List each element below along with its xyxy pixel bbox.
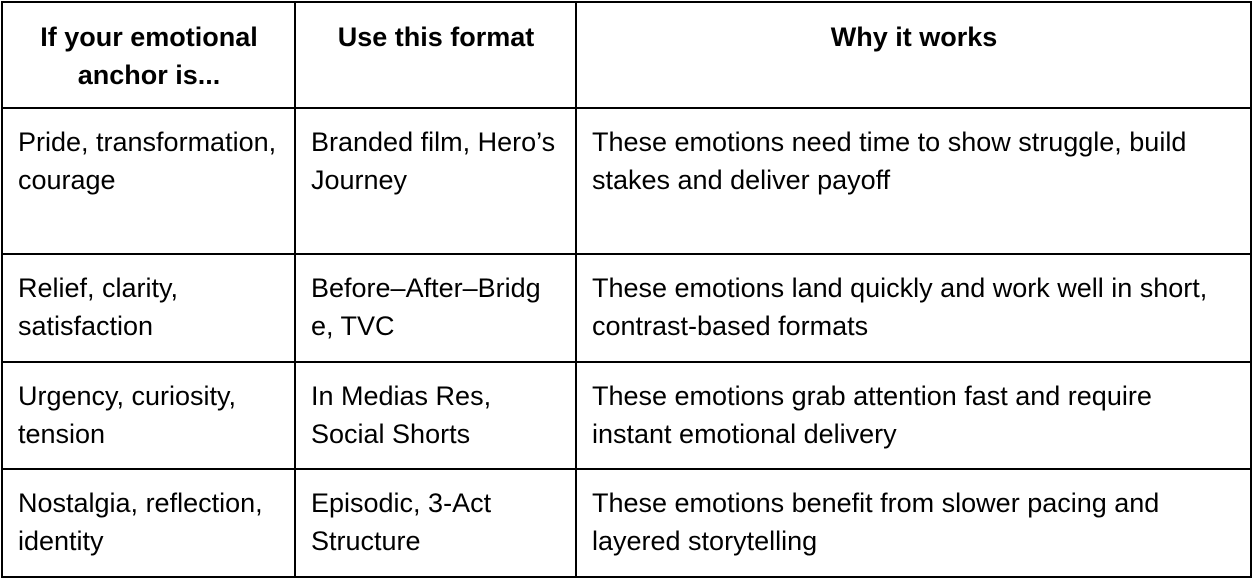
why-cell: These emotions need time to show struggl…: [575, 107, 1252, 255]
table-header-row: If your emotional anchor is... Use this …: [1, 1, 1252, 109]
anchor-cell: Relief, clarity, satisfaction: [1, 253, 296, 363]
format-cell: In Medias Res, Social Shorts: [294, 361, 577, 470]
header-format: Use this format: [294, 1, 577, 109]
why-cell: These emotions land quickly and work wel…: [575, 253, 1252, 363]
anchor-cell: Pride, transformation, courage: [1, 107, 296, 255]
anchor-cell: Nostalgia, reflection, identity: [1, 468, 296, 578]
header-emotional-anchor: If your emotional anchor is...: [1, 1, 296, 109]
table-row: Nostalgia, reflection, identity Episodic…: [1, 468, 1252, 578]
header-why-it-works: Why it works: [575, 1, 1252, 109]
format-cell: Before–After–Bridge, TVC: [294, 253, 577, 363]
table-row: Urgency, curiosity, tension In Medias Re…: [1, 361, 1252, 470]
why-cell: These emotions grab attention fast and r…: [575, 361, 1252, 470]
format-cell: Branded film, Hero’s Journey: [294, 107, 577, 255]
table-row: Relief, clarity, satisfaction Before–Aft…: [1, 253, 1252, 363]
format-cell: Episodic, 3-Act Structure: [294, 468, 577, 578]
table-row: Pride, transformation, courage Branded f…: [1, 107, 1252, 255]
why-cell: These emotions benefit from slower pacin…: [575, 468, 1252, 578]
anchor-cell: Urgency, curiosity, tension: [1, 361, 296, 470]
